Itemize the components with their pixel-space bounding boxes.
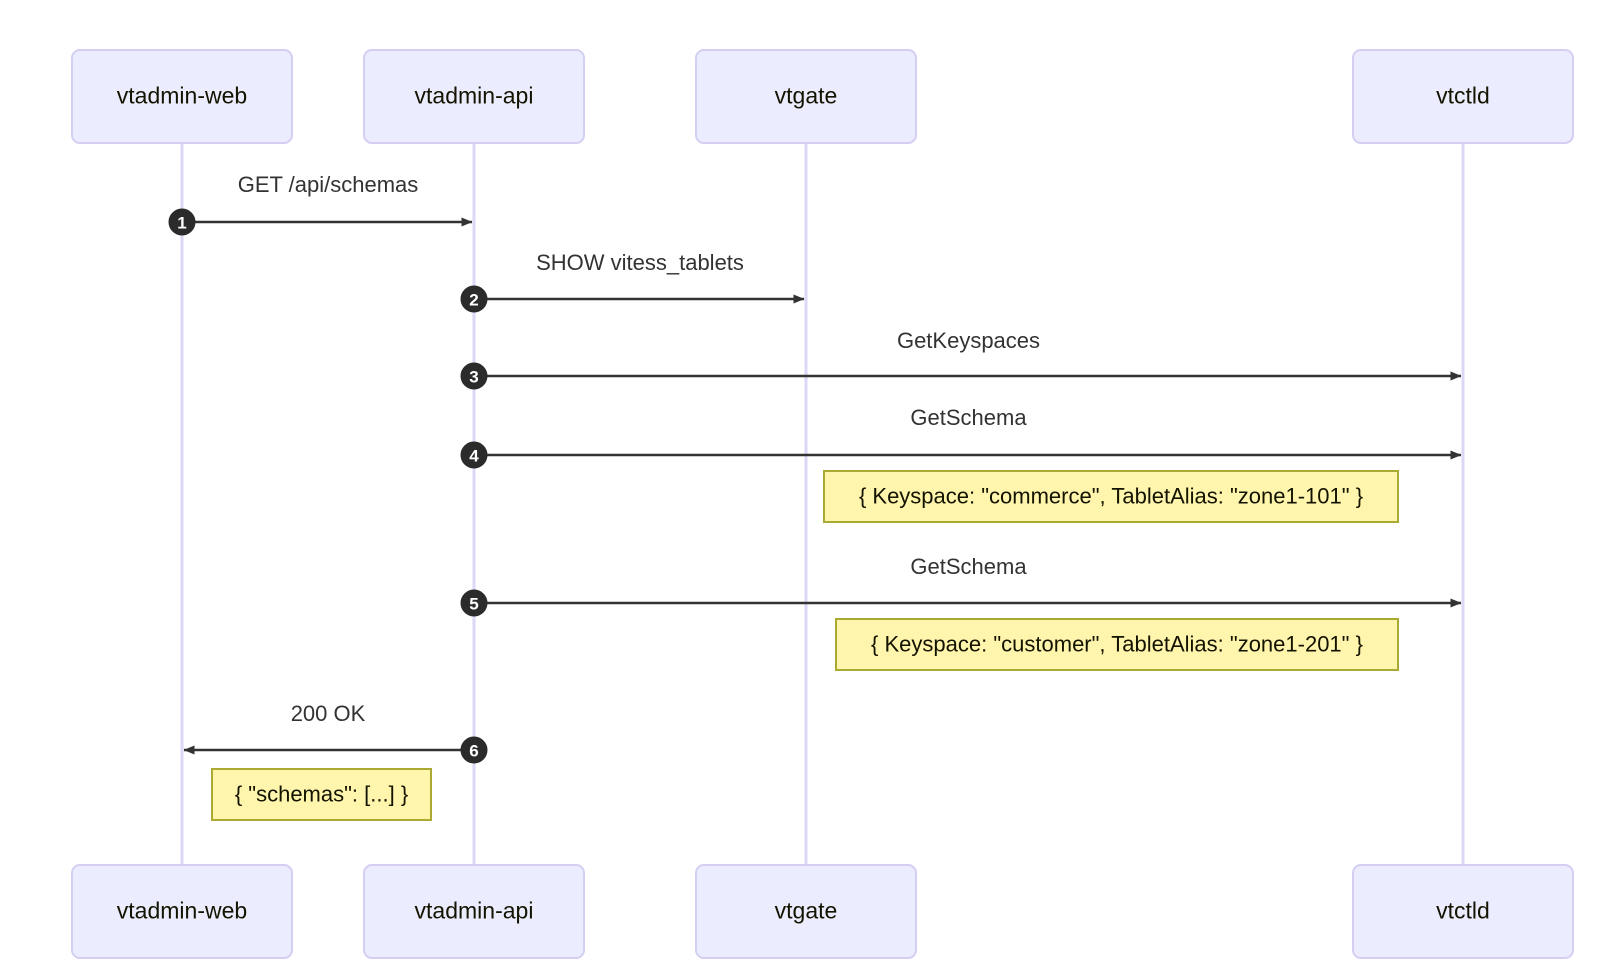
actor-headers-bottom: vtadmin-web vtadmin-api vtgate vtctld xyxy=(71,864,1574,959)
sequence-badge-number-2: 2 xyxy=(469,291,478,310)
notes-group: { Keyspace: "commerce", TabletAlias: "zo… xyxy=(211,470,1399,821)
sequence-badge-2: 2 xyxy=(460,285,488,313)
actor-vtctld-top[interactable]: vtctld xyxy=(1352,49,1574,144)
actor-box-vtgate[interactable] xyxy=(695,864,917,959)
sequence-badge-5: 5 xyxy=(460,589,488,617)
sequence-badge-6: 6 xyxy=(460,736,488,764)
actor-label-vtadmin-api: vtadmin-api xyxy=(415,898,534,924)
actor-vtgate-bottom[interactable]: vtgate xyxy=(695,864,917,959)
message-2: SHOW vitess_tablets xyxy=(487,250,805,304)
sequence-badge-1: 1 xyxy=(168,208,196,236)
message-4: GetSchema xyxy=(487,405,1462,460)
note-customer-box xyxy=(835,618,1399,671)
sequence-badge-circle-4 xyxy=(460,441,488,469)
note-customer-text: { Keyspace: "customer", TabletAlias: "zo… xyxy=(871,631,1363,656)
sequence-badge-number-3: 3 xyxy=(469,368,478,387)
note-customer: { Keyspace: "customer", TabletAlias: "zo… xyxy=(835,618,1399,671)
sequence-badge-circle-5 xyxy=(460,589,488,617)
actor-label-vtadmin-api: vtadmin-api xyxy=(415,83,534,109)
actor-label-vtgate: vtgate xyxy=(775,83,838,109)
sequence-badges-group: 1 2 3 4 5 6 xyxy=(168,208,488,764)
note-schemas: { "schemas": [...] } xyxy=(211,768,432,821)
note-commerce: { Keyspace: "commerce", TabletAlias: "zo… xyxy=(823,470,1399,523)
actor-vtadmin-api-top[interactable]: vtadmin-api xyxy=(363,49,585,144)
note-commerce-text: { Keyspace: "commerce", TabletAlias: "zo… xyxy=(859,483,1363,508)
message-3: GetKeyspaces xyxy=(487,328,1462,381)
actor-vtadmin-api-bottom[interactable]: vtadmin-api xyxy=(363,864,585,959)
message-label-4: GetSchema xyxy=(910,405,1027,430)
actor-label-vtadmin-web: vtadmin-web xyxy=(117,83,247,109)
sequence-badge-number-5: 5 xyxy=(469,595,478,614)
sequence-badge-circle-3 xyxy=(460,362,488,390)
actor-label-vtctld: vtctld xyxy=(1436,898,1490,924)
message-label-6: 200 OK xyxy=(291,701,366,726)
message-1: GET /api/schemas xyxy=(195,172,473,227)
actor-box-vtadmin-api[interactable] xyxy=(363,864,585,959)
sequence-badge-circle-1 xyxy=(168,208,196,236)
actor-label-vtctld: vtctld xyxy=(1436,83,1490,109)
note-schemas-text: { "schemas": [...] } xyxy=(235,781,408,806)
message-label-5: GetSchema xyxy=(910,554,1027,579)
actor-box-vtgate[interactable] xyxy=(695,49,917,144)
note-schemas-box xyxy=(211,768,432,821)
message-label-1: GET /api/schemas xyxy=(238,172,419,197)
sequence-badge-number-4: 4 xyxy=(469,447,479,466)
sequence-badge-number-1: 1 xyxy=(177,214,186,233)
actor-box-vtadmin-api[interactable] xyxy=(363,49,585,144)
message-6: 200 OK xyxy=(183,701,461,755)
actor-vtadmin-web-top[interactable]: vtadmin-web xyxy=(71,49,293,144)
sequence-badge-circle-6 xyxy=(460,736,488,764)
actor-box-vtadmin-web[interactable] xyxy=(71,864,293,959)
note-commerce-box xyxy=(823,470,1399,523)
actor-label-vtadmin-web: vtadmin-web xyxy=(117,898,247,924)
sequence-badge-3: 3 xyxy=(460,362,488,390)
sequence-badge-circle-2 xyxy=(460,285,488,313)
actor-vtctld-bottom[interactable]: vtctld xyxy=(1352,864,1574,959)
actor-box-vtadmin-web[interactable] xyxy=(71,49,293,144)
sequence-badge-number-6: 6 xyxy=(469,742,478,761)
actor-label-vtgate: vtgate xyxy=(775,898,838,924)
actor-vtadmin-web-bottom[interactable]: vtadmin-web xyxy=(71,864,293,959)
actor-box-vtctld[interactable] xyxy=(1352,864,1574,959)
sequence-badge-4: 4 xyxy=(460,441,488,469)
message-5: GetSchema xyxy=(487,554,1462,608)
actor-box-vtctld[interactable] xyxy=(1352,49,1574,144)
actor-headers-top: vtadmin-web vtadmin-api vtgate vtctld xyxy=(71,49,1574,144)
message-label-2: SHOW vitess_tablets xyxy=(536,250,744,275)
message-label-3: GetKeyspaces xyxy=(897,328,1040,353)
actor-vtgate-top[interactable]: vtgate xyxy=(695,49,917,144)
